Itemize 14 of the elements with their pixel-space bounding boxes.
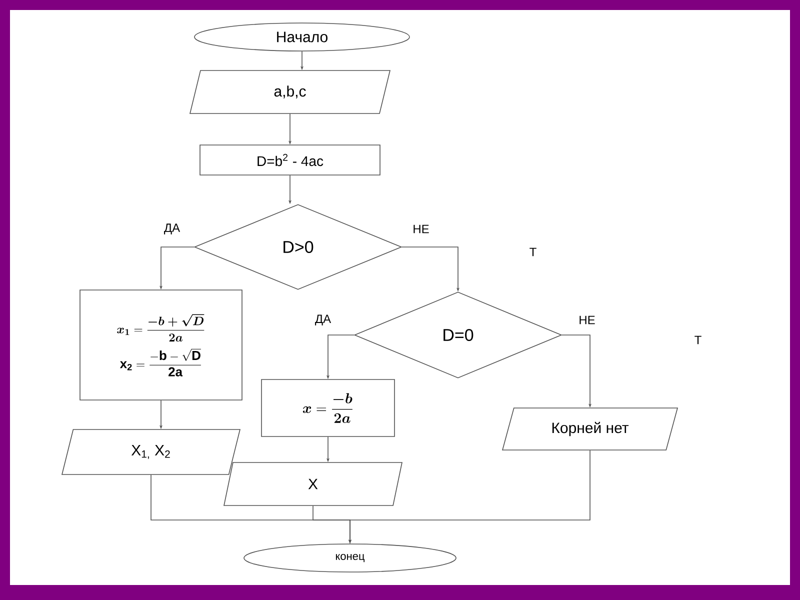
- formula-box: $\boldsymbol{x_1} = \frac{\boldsymbol{-b+\sqrt{D}}}{\boldsymbol{2a}}$ $\mathbf{x_2} = \frac{\mathbf{-b - \sqrt{D}}}{\mathbf{2a}}$: [80, 290, 242, 400]
- process-box: D=b$^{2}$ - 4ac: [200, 144, 380, 176]
- start-oval: Начало: [194, 22, 410, 52]
- output-parallelogram: X: [224, 462, 402, 506]
- formula-box: $\boldsymbol{x} = \frac{\boldsymbol{-b}}{\boldsymbol{2a}}$: [261, 379, 395, 437]
- edge-label: ДА: [315, 314, 332, 326]
- input-parallelogram: a,b,c: [190, 70, 391, 114]
- note-label: Т: [530, 248, 536, 256]
- edge-label: ДА: [164, 224, 180, 234]
- edge-label: НЕ: [414, 224, 429, 234]
- output-parallelogram: X$_{1,}$ X$_{2}$: [62, 429, 241, 475]
- note-label: Т: [694, 336, 702, 344]
- edge-label: НЕ: [580, 316, 595, 324]
- end-oval: конец: [244, 544, 456, 572]
